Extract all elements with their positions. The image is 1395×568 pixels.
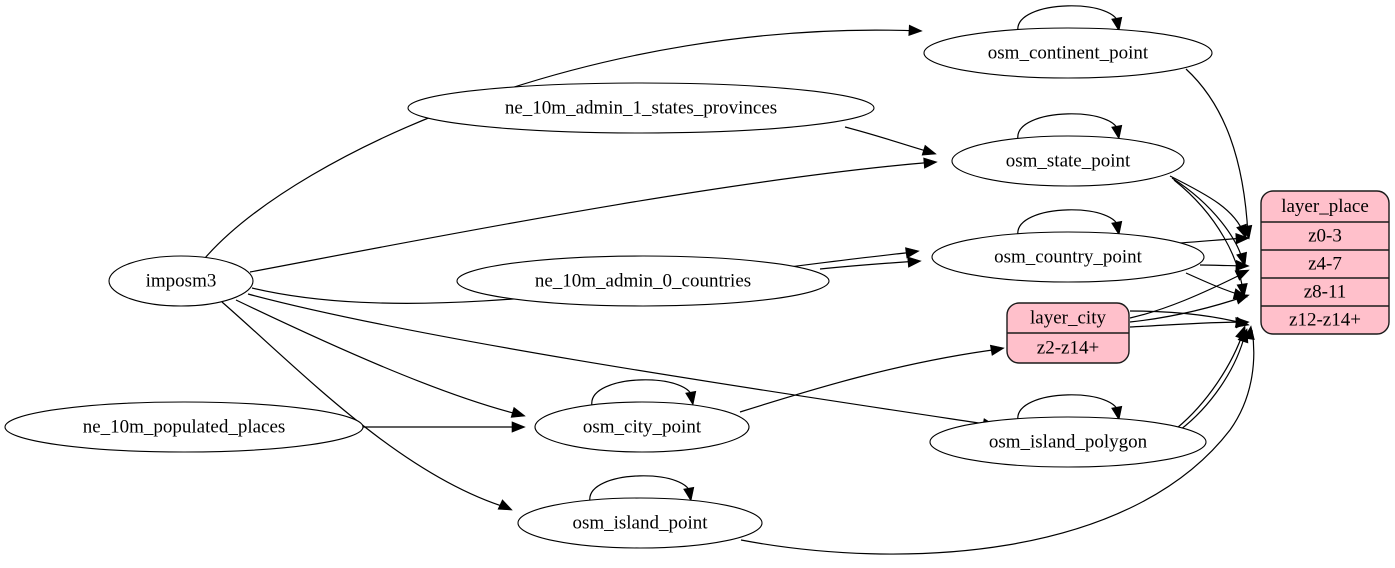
arrowhead-icon bbox=[1234, 293, 1250, 305]
edge-osm_country_point-to-layer_place bbox=[1179, 233, 1250, 245]
node-label-ne_10m_admin_1_states_provinces: ne_10m_admin_1_states_provinces bbox=[505, 97, 777, 118]
node-label-ne_10m_populated_places: ne_10m_populated_places bbox=[83, 416, 286, 437]
self-loop-osm_city_point bbox=[591, 379, 697, 407]
self-loop-osm_state_point bbox=[1017, 113, 1123, 141]
node-label-ne_10m_admin_0_countries: ne_10m_admin_0_countries bbox=[535, 270, 751, 291]
node-label-osm_state_point: osm_state_point bbox=[1006, 150, 1131, 171]
node-shape-osm_island_polygon bbox=[929, 416, 1207, 468]
edge-osm_island_point-to-layer_place bbox=[740, 325, 1255, 555]
edge-layer_city-to-layer_place bbox=[1129, 317, 1250, 329]
node-shape-osm_island_point bbox=[517, 497, 763, 549]
edge-imposm3-to-osm_city_point bbox=[235, 299, 526, 418]
node-label-osm_country_point: osm_country_point bbox=[994, 246, 1142, 267]
edge-osm_city_point-to-layer_city bbox=[739, 344, 1005, 413]
arrowhead-icon bbox=[1111, 405, 1123, 421]
arrowhead-icon bbox=[1111, 16, 1123, 32]
node-shape-ne_10m_admin_0_countries bbox=[456, 255, 830, 307]
node-osm_island_point[interactable]: osm_island_point bbox=[517, 497, 763, 549]
node-shape-osm_city_point bbox=[534, 401, 750, 453]
edge-osm_continent_point-to-layer_place bbox=[1185, 68, 1253, 240]
arrowhead-icon bbox=[1236, 223, 1247, 239]
arrowhead-icon bbox=[511, 421, 526, 433]
node-shape-imposm3 bbox=[108, 255, 254, 307]
edge-osm_state_point-to-layer_place bbox=[1171, 177, 1248, 267]
node-label-osm_continent_point: osm_continent_point bbox=[988, 42, 1149, 63]
node-osm_city_point[interactable]: osm_city_point bbox=[534, 401, 750, 453]
node-ne_10m_admin_1_states_provinces[interactable]: ne_10m_admin_1_states_provinces bbox=[407, 82, 875, 134]
arrowhead-icon bbox=[1243, 325, 1255, 340]
arrowhead-icon bbox=[1236, 283, 1248, 298]
node-osm_island_polygon[interactable]: osm_island_polygon bbox=[929, 416, 1207, 468]
arrowhead-icon bbox=[908, 24, 923, 36]
arrowhead-icon bbox=[1111, 124, 1123, 140]
edge-ne_10m_admin_0_countries-to-osm_country_point bbox=[819, 256, 922, 270]
node-label-osm_island_point: osm_island_point bbox=[572, 512, 708, 533]
edge-imposm3-to-osm_island_point bbox=[221, 301, 513, 511]
arrowhead-icon bbox=[921, 144, 937, 156]
record-header-layer_place: layer_place bbox=[1281, 196, 1369, 217]
arrowhead-icon bbox=[1111, 220, 1123, 236]
edge-osm_state_point-to-layer_place bbox=[1173, 179, 1248, 298]
edge-imposm3-to-osm_continent_point bbox=[204, 24, 923, 259]
arrowhead-icon bbox=[923, 157, 938, 169]
node-shape-osm_country_point bbox=[931, 231, 1205, 283]
record-box-layer_place bbox=[1260, 190, 1390, 335]
record-row-layer_city-z2_z14[interactable]: z2-z14+ bbox=[1037, 337, 1099, 358]
node-label-osm_city_point: osm_city_point bbox=[583, 416, 702, 437]
node-ne_10m_populated_places[interactable]: ne_10m_populated_places bbox=[4, 401, 364, 453]
edge-osm_country_point-to-layer_place bbox=[1199, 259, 1250, 272]
edge-layer_city-to-layer_place bbox=[1129, 310, 1250, 328]
arrowhead-icon bbox=[905, 247, 920, 259]
edge-ne_10m_populated_places-to-osm_city_point bbox=[363, 421, 526, 433]
arrowhead-icon bbox=[1236, 251, 1248, 267]
arrowhead-icon bbox=[1235, 259, 1250, 272]
edge-layer_city-to-layer_place bbox=[1129, 269, 1250, 319]
record-row-layer_place-z4_7[interactable]: z4-7 bbox=[1308, 253, 1342, 274]
arrowhead-icon bbox=[685, 390, 697, 406]
record-node-layer_city[interactable]: layer_city z2-z14+ bbox=[1006, 302, 1130, 364]
node-shape-ne_10m_populated_places bbox=[4, 401, 364, 453]
node-label-imposm3: imposm3 bbox=[146, 270, 217, 291]
edge-ne_10m_admin_1_states_provinces-to-osm_state_point bbox=[844, 126, 937, 156]
self-loop-osm_island_point bbox=[589, 475, 695, 503]
self-loop-osm_country_point bbox=[1017, 209, 1123, 237]
self-loops-layer bbox=[589, 5, 1123, 503]
edge-osm_state_point-to-layer_place bbox=[1169, 175, 1247, 239]
arrowhead-icon bbox=[497, 499, 513, 511]
node-ne_10m_admin_0_countries[interactable]: ne_10m_admin_0_countries bbox=[456, 255, 830, 307]
arrowhead-icon bbox=[683, 486, 695, 502]
arrowhead-icon bbox=[907, 256, 922, 268]
node-label-osm_island_polygon: osm_island_polygon bbox=[989, 431, 1148, 452]
node-shape-osm_state_point bbox=[951, 135, 1185, 187]
edges-layer bbox=[204, 24, 1255, 555]
arrowhead-icon bbox=[1234, 269, 1250, 281]
node-imposm3[interactable]: imposm3 bbox=[108, 255, 254, 307]
record-row-layer_place-z8_11[interactable]: z8-11 bbox=[1304, 281, 1347, 302]
node-shape-osm_continent_point bbox=[923, 27, 1213, 79]
self-loop-osm_continent_point bbox=[1017, 5, 1123, 33]
record-nodes-layer: layer_place z0-3 z4-7 z8-11 z12-z14+ layer_ci… bbox=[1006, 190, 1390, 364]
self-loop-osm_island_polygon bbox=[1017, 394, 1123, 422]
record-row-layer_place-z0_3[interactable]: z0-3 bbox=[1308, 225, 1342, 246]
edge-imposm3-to-osm_state_point bbox=[249, 157, 938, 273]
record-header-layer_city: layer_city bbox=[1030, 307, 1106, 328]
arrowhead-icon bbox=[989, 344, 1005, 356]
record-node-layer_place[interactable]: layer_place z0-3 z4-7 z8-11 z12-z14+ bbox=[1260, 190, 1390, 335]
edge-osm_island_polygon-to-layer_place bbox=[1179, 328, 1249, 431]
node-shape-ne_10m_admin_1_states_provinces bbox=[407, 82, 875, 134]
record-row-layer_place-z12_z14[interactable]: z12-z14+ bbox=[1289, 309, 1361, 330]
node-osm_state_point[interactable]: osm_state_point bbox=[951, 135, 1185, 187]
node-osm_continent_point[interactable]: osm_continent_point bbox=[923, 27, 1213, 79]
nodes-layer: imposm3 ne_10m_populated_places ne_10m_adm… bbox=[4, 27, 1213, 549]
arrowhead-icon bbox=[1235, 233, 1250, 245]
arrowhead-icon bbox=[1234, 316, 1250, 328]
node-osm_country_point[interactable]: osm_country_point bbox=[931, 231, 1205, 283]
edge-layer_city-to-layer_place bbox=[1129, 293, 1250, 323]
arrowhead-icon bbox=[510, 406, 526, 418]
